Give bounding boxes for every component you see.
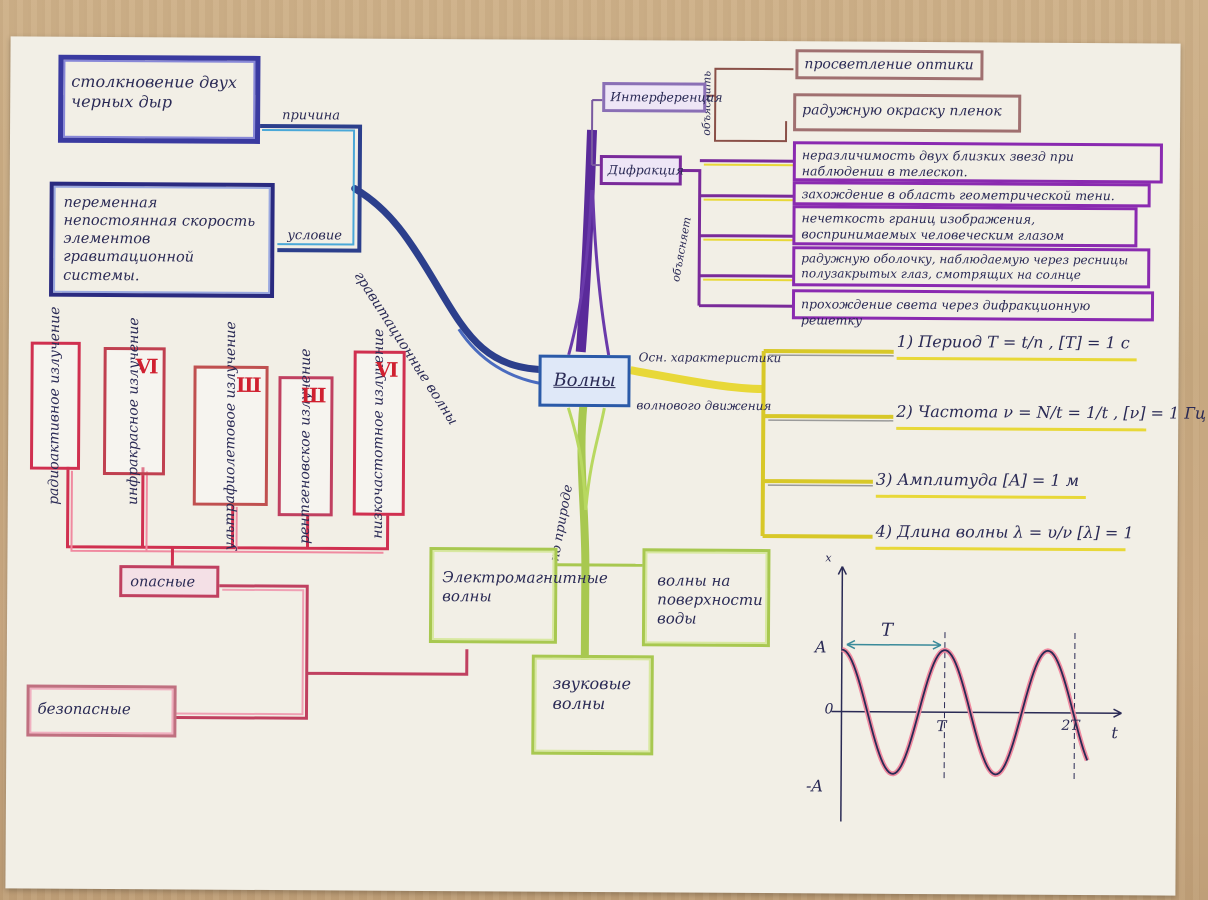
graph-tick-0: 0 [824,701,834,718]
safe-text: безопасные [37,699,131,719]
dangerous-box[interactable]: опасные [119,565,220,598]
radiation-warning-mark-3: Ш [300,383,327,408]
radiation-warning-mark-1: Ⅵ [135,354,159,379]
nature-sound-box[interactable]: звуковые волны [531,654,654,756]
radiation-lowfreq-card[interactable]: низкочастотное излучение Ⅵ [352,328,406,538]
wave-curve-dark [841,648,1089,776]
graph-x-axis [831,710,1122,714]
nature-water-surface-text: волны на поверхности воды [657,571,763,628]
radiation-radioactive-text: радиоактивное излучение [46,306,64,505]
nature-electromagnetic-box[interactable]: Электромагнитные волны [428,547,608,644]
graph-tick-A: A [814,637,827,657]
dangerous-text: опасные [130,574,196,591]
mind-map-connectors [65,67,894,720]
radiation-warning-mark-4: Ⅵ [375,357,399,382]
safe-box[interactable]: безопасные [26,684,177,738]
graph-tick-T: T [936,717,947,736]
radiation-xray-text: рентгеновское излучение [296,348,314,545]
graph-tick-minus-A: -A [805,776,824,796]
radiation-warning-mark-2: Ш [236,372,262,397]
graph-y-axis-label: x [825,551,832,565]
graph-period-marker: T [880,619,894,641]
radiation-infrared-text: инфракрасное излучение [125,317,143,506]
radiation-xray-card[interactable]: рентгеновское излучение Ш [277,348,334,544]
radiation-radioactive-card[interactable]: радиоактивное излучение [29,306,81,505]
paper-sheet: гравитационные волны по природе Осн. хар… [5,36,1206,896]
radiation-ultraviolet-card[interactable]: ультрафиолетовое излучение Ш [192,321,269,550]
period-dash-T [943,632,946,783]
nature-sound-text: звуковые волны [552,673,632,714]
radiation-infrared-card[interactable]: инфракрасное излучение Ⅵ [102,317,166,505]
nature-electromagnetic-text: Электромагнитные волны [442,568,608,606]
wave-graph [831,566,1122,822]
graph-y-axis [840,566,844,822]
period-arrow [846,643,941,646]
nature-water-surface-box[interactable]: волны на поверхности воды [641,548,771,648]
radiation-ultraviolet-text: ультрафиолетовое излучение [221,321,239,551]
graph-tick-2T: 2T [1061,717,1080,734]
graph-x-axis-label: t [1111,723,1118,743]
